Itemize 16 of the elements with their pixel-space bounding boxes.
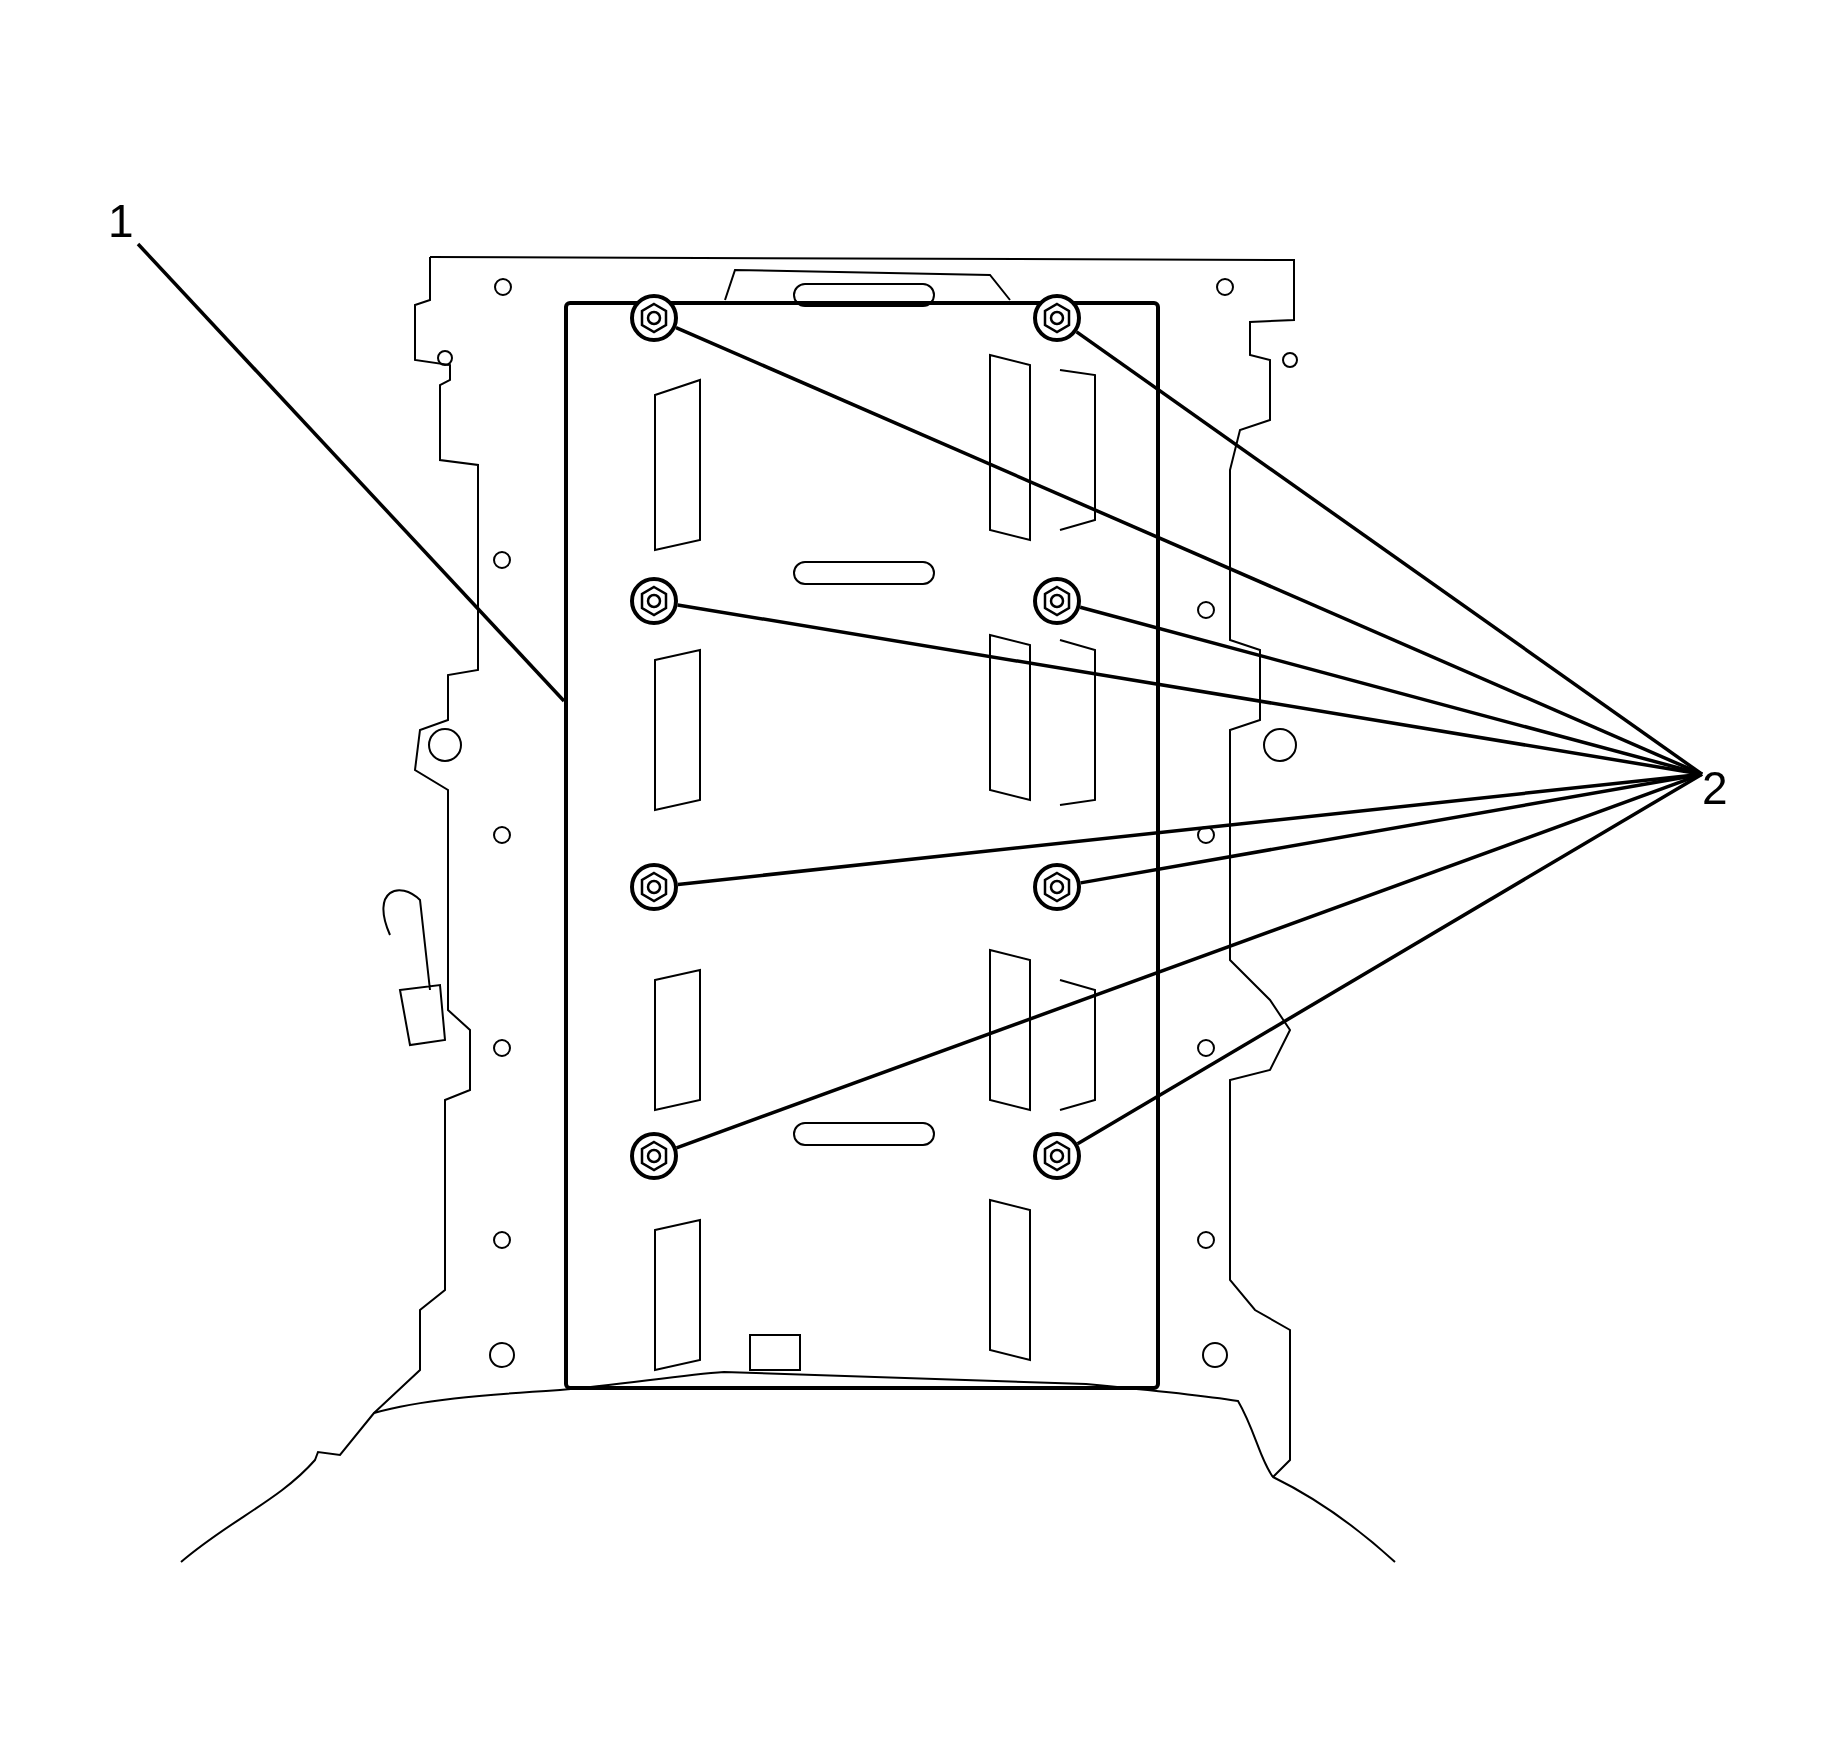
bolt-icon [1033, 863, 1081, 911]
leader-line [1075, 330, 1703, 776]
leader-line [1079, 605, 1703, 776]
bolt-icon [630, 294, 678, 342]
bolt-icon [1033, 294, 1081, 342]
bolt-icon [630, 863, 678, 911]
callout-number: 2 [1702, 765, 1732, 811]
bolt-icon [630, 1132, 678, 1180]
leader-line [677, 772, 1703, 887]
bolt-icon [630, 577, 678, 625]
callout-number: 1 [108, 198, 138, 244]
leader-line [675, 772, 1703, 1150]
bolt-icon [1033, 1132, 1081, 1180]
leader-line [136, 242, 566, 703]
bolt-icon [1033, 577, 1081, 625]
leader-line [1076, 772, 1703, 1146]
